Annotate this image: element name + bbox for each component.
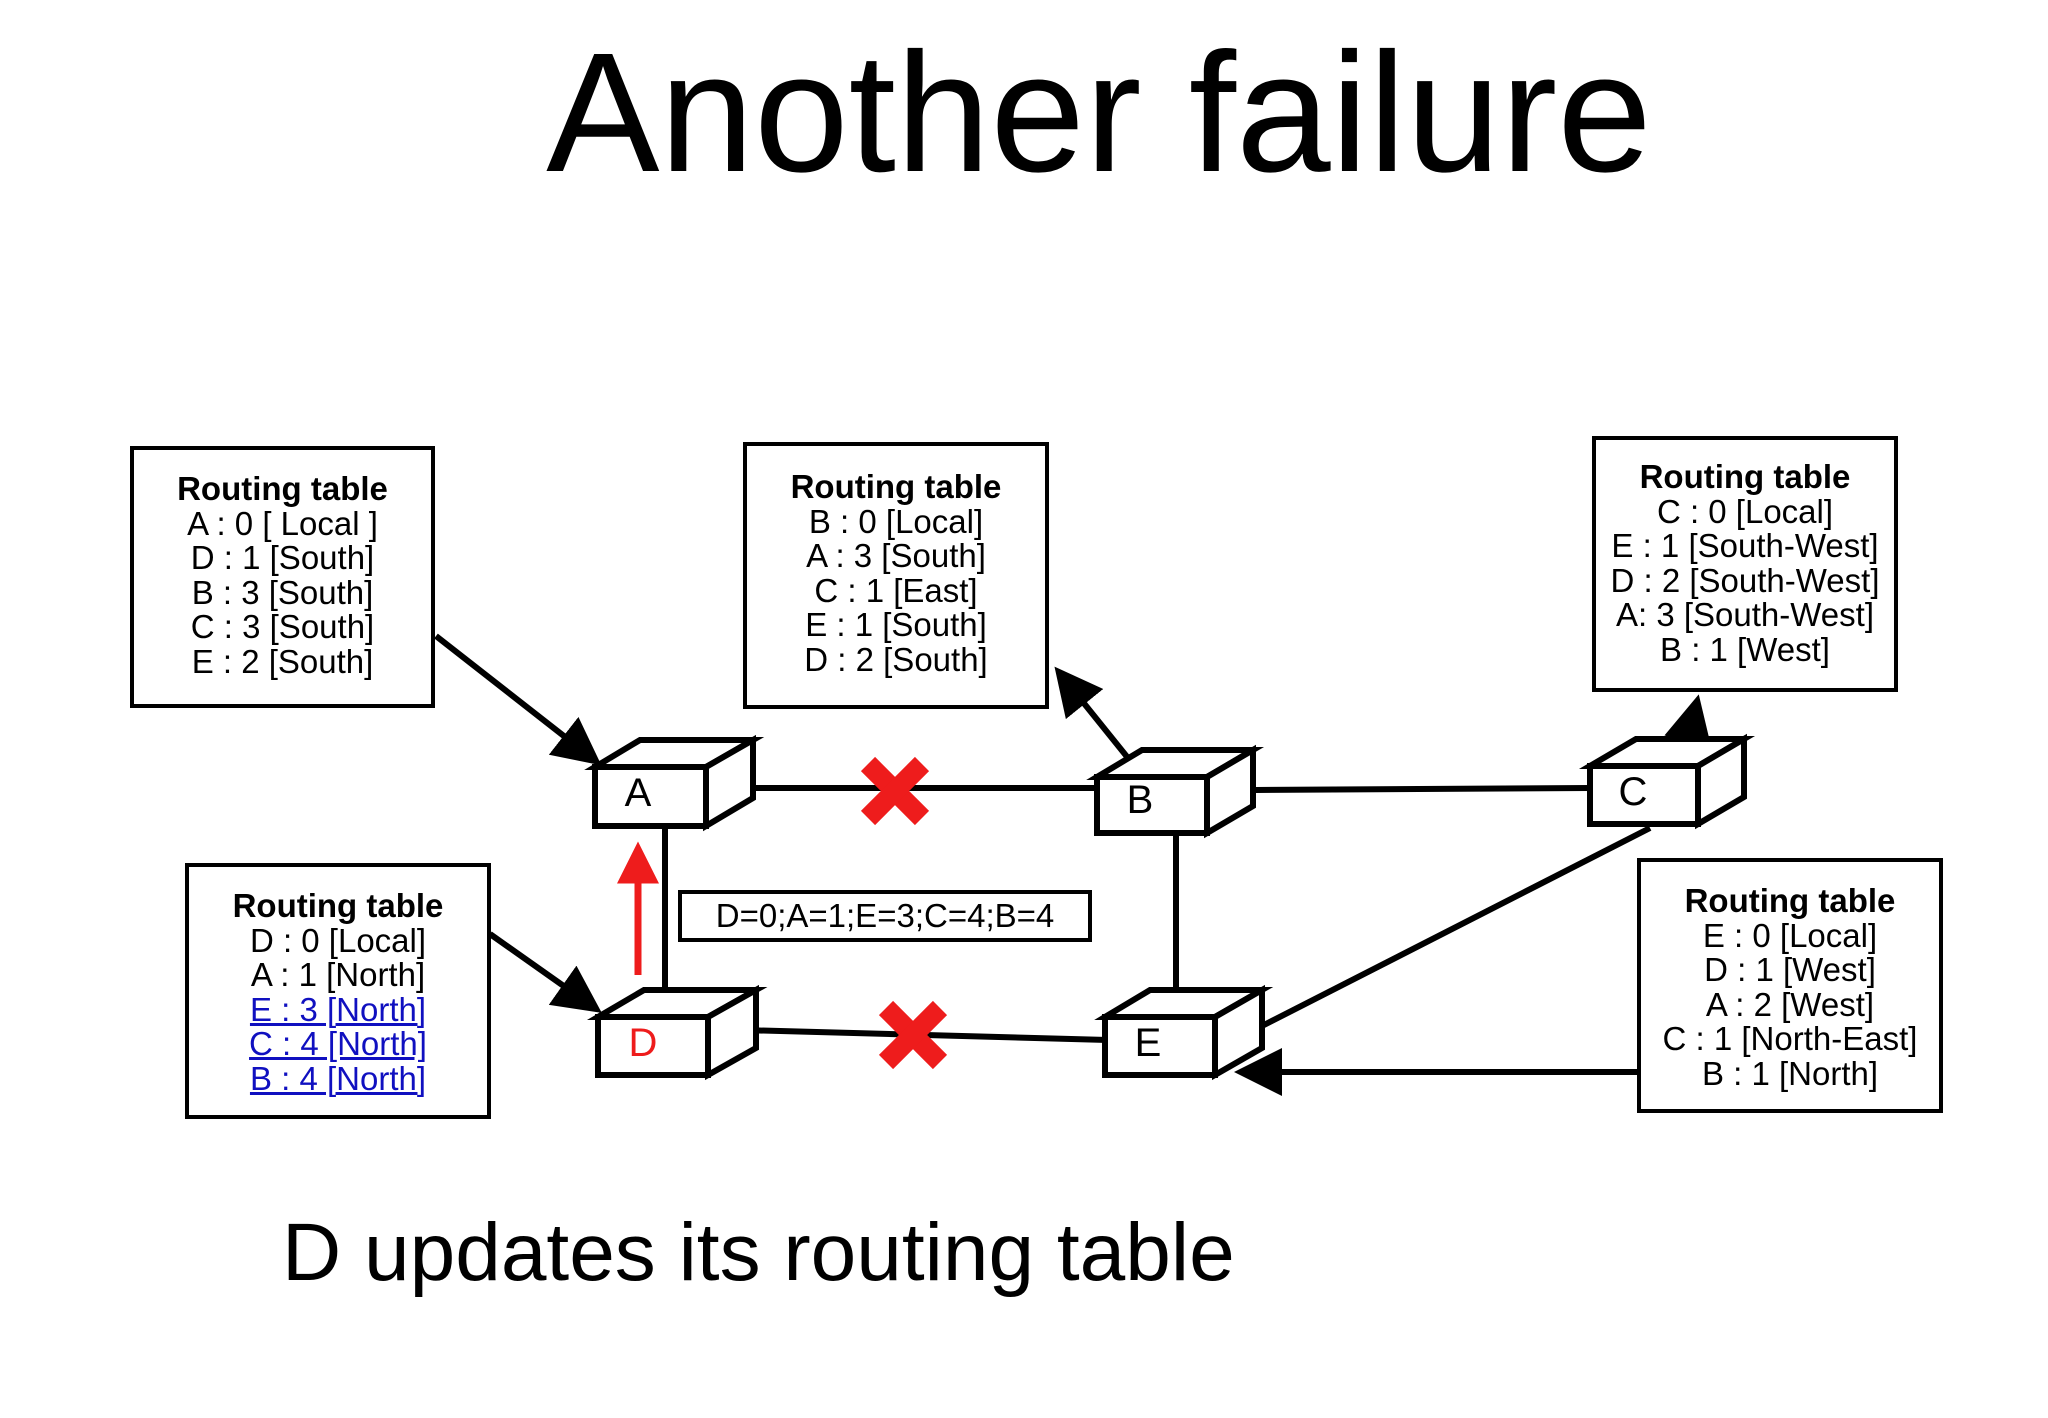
routing-entry: D : 2 [South] <box>804 640 988 678</box>
routing-entry: E : 0 [Local] <box>1702 916 1878 954</box>
distance-vector-message: D=0;A=1;E=3;C=4;B=4 <box>678 890 1092 942</box>
node-label-d: D <box>629 1021 658 1065</box>
routing-table-a: Routing table A : 0 [ Local ] D : 1 [Sou… <box>130 446 435 708</box>
router-e <box>1094 984 1274 1081</box>
routing-table-e: Routing table E : 0 [Local] D : 1 [West]… <box>1637 858 1943 1113</box>
routing-entry: C : 1 [East] <box>814 571 978 609</box>
routing-entry: A : 1 [North] <box>250 956 426 993</box>
routing-entry: C : 3 [South] <box>190 608 375 645</box>
routing-entry: A : 0 [ Local ] <box>187 504 378 542</box>
router-b <box>1086 744 1265 839</box>
router-a <box>584 734 765 832</box>
routing-entry: C : 1 [North-East] <box>1662 1020 1918 1057</box>
routing-table-d: Routing table D : 0 [Local] A : 1 [North… <box>185 863 491 1119</box>
failure-mark-a-b <box>860 756 930 826</box>
failure-mark-d-e <box>878 1000 948 1070</box>
routing-table-b: Routing table B : 0 [Local] A : 3 [South… <box>743 442 1049 709</box>
slide-caption: D updates its routing table <box>282 1207 1235 1298</box>
node-label-e: E <box>1135 1021 1162 1065</box>
routing-table-header: Routing table <box>1639 458 1851 495</box>
routing-entry: A : 3 [South] <box>806 537 986 574</box>
routing-entry-updated: B : 4 [North] <box>249 1059 427 1097</box>
node-label-c: C <box>1619 770 1648 814</box>
routing-entry: B : 1 [North] <box>1701 1054 1879 1092</box>
routing-table-header: Routing table <box>790 468 1002 505</box>
routing-entry-updated: C : 4 [North] <box>249 1025 427 1062</box>
slide-title: Another failure <box>546 18 1652 208</box>
routing-table-header: Routing table <box>1684 882 1896 919</box>
pointer-table-c <box>1664 694 1712 747</box>
pointer-table-a <box>434 633 602 766</box>
node-label-a: A <box>625 771 652 815</box>
routing-entry: A: 3 [South-West] <box>1615 596 1874 633</box>
pointer-table-d <box>488 931 602 1013</box>
routing-table-header: Routing table <box>232 887 444 924</box>
routing-table-header: Routing table <box>177 470 388 507</box>
link-e-c <box>1260 825 1652 1029</box>
routing-entry: B : 3 [South] <box>191 573 374 611</box>
routing-entry: E : 2 [South] <box>191 642 374 680</box>
routing-entry: D : 0 [Local] <box>249 921 427 959</box>
routing-entry: E : 1 [South-West] <box>1611 527 1879 564</box>
routing-table-c: Routing table C : 0 [Local] E : 1 [South… <box>1592 436 1898 692</box>
pointer-table-b <box>1054 666 1131 760</box>
routing-entry-updated: E : 3 [North] <box>249 990 427 1028</box>
routing-entry: C : 0 [Local] <box>1656 492 1834 530</box>
router-d <box>586 984 768 1081</box>
routing-entry: B : 1 [West] <box>1660 630 1830 668</box>
routing-entry: D : 1 [South] <box>190 539 375 576</box>
routing-entry: D : 2 [South-West] <box>1610 561 1880 599</box>
routing-entry: A : 2 [West] <box>1705 985 1875 1023</box>
routing-entry: D : 1 [West] <box>1704 951 1876 988</box>
link-b-c <box>1255 785 1591 793</box>
node-label-b: B <box>1127 778 1154 822</box>
routing-entry: E : 1 [South] <box>805 606 987 643</box>
routing-entry: B : 0 [Local] <box>808 502 984 540</box>
router-c <box>1578 733 1756 830</box>
